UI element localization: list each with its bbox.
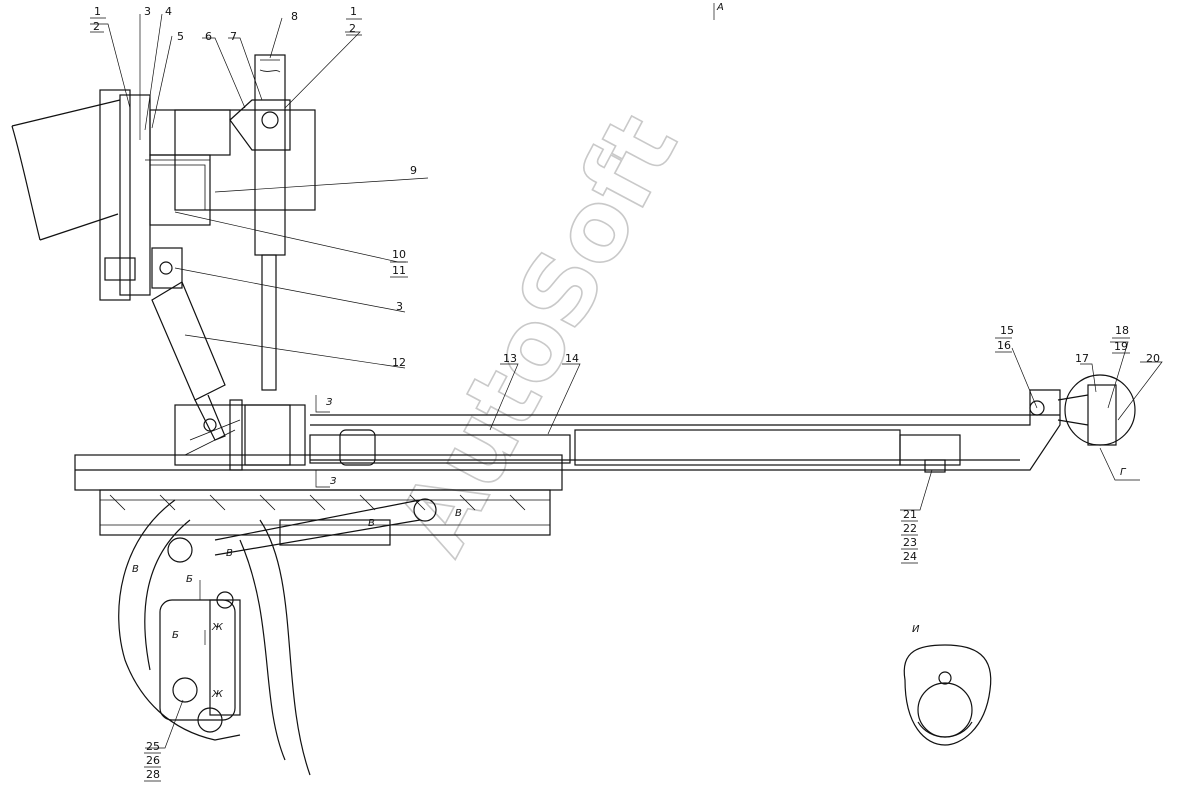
callout-19: 19 <box>1114 340 1128 353</box>
section-mark-v-4: В <box>455 508 462 519</box>
callout-23: 23 <box>903 536 917 549</box>
callout-4: 4 <box>165 5 172 18</box>
upper-mount <box>11 54 316 391</box>
callout-9: 9 <box>410 164 417 177</box>
section-marks: А Г И З З Б Б Ж Ж В В В В <box>132 2 1127 700</box>
callout-6: 6 <box>205 30 212 43</box>
callout-5: 5 <box>177 30 184 43</box>
callout-8: 8 <box>291 10 298 23</box>
callout-17: 17 <box>1075 352 1089 365</box>
callout-20: 20 <box>1146 352 1160 365</box>
section-mark-z-top: З <box>326 397 333 408</box>
callout-12: 12 <box>392 356 406 369</box>
view-mark-i: И <box>912 624 920 635</box>
callout-10: 10 <box>392 248 406 261</box>
callout-3b: 3 <box>396 300 403 313</box>
section-mark-v-2: В <box>226 548 233 559</box>
callout-2: 2 <box>93 20 100 33</box>
view-mark-g: Г <box>1120 467 1127 478</box>
callout-15: 15 <box>1000 324 1014 337</box>
leader-lines <box>90 3 1163 749</box>
swing-arm <box>118 498 437 776</box>
callout-3: 3 <box>144 5 151 18</box>
section-mark-b-top: Б <box>186 574 193 585</box>
callout-22: 22 <box>903 522 917 535</box>
callout-7: 7 <box>230 30 237 43</box>
section-mark-z-bottom: З <box>330 476 337 487</box>
callout-2b: 2 <box>349 22 356 35</box>
callout-26: 26 <box>146 754 160 767</box>
section-mark-v-3: В <box>368 518 375 529</box>
callout-25: 25 <box>146 740 160 753</box>
callout-16: 16 <box>997 339 1011 352</box>
callout-21: 21 <box>903 508 917 521</box>
boom <box>74 374 1136 491</box>
hydraulic-cylinder <box>151 281 226 441</box>
callout-18: 18 <box>1115 324 1129 337</box>
callout-1: 1 <box>94 5 101 18</box>
callout-11: 11 <box>392 264 406 277</box>
callout-28: 28 <box>146 768 160 781</box>
view-mark-a: А <box>716 2 724 13</box>
section-mark-v-1: В <box>132 564 139 575</box>
callout-labels: 1 2 3 4 5 6 7 8 1 2 9 10 11 3 12 13 14 1… <box>93 5 1160 781</box>
callout-1b: 1 <box>350 5 357 18</box>
section-mark-zh-bottom: Ж <box>211 689 224 700</box>
callout-14: 14 <box>565 352 579 365</box>
section-mark-zh-top: Ж <box>211 622 224 633</box>
view-i-detail <box>903 644 992 746</box>
callout-13: 13 <box>503 352 517 365</box>
callout-24: 24 <box>903 550 917 563</box>
callout-frames <box>90 17 1130 782</box>
section-mark-b-side: Б <box>172 630 179 641</box>
